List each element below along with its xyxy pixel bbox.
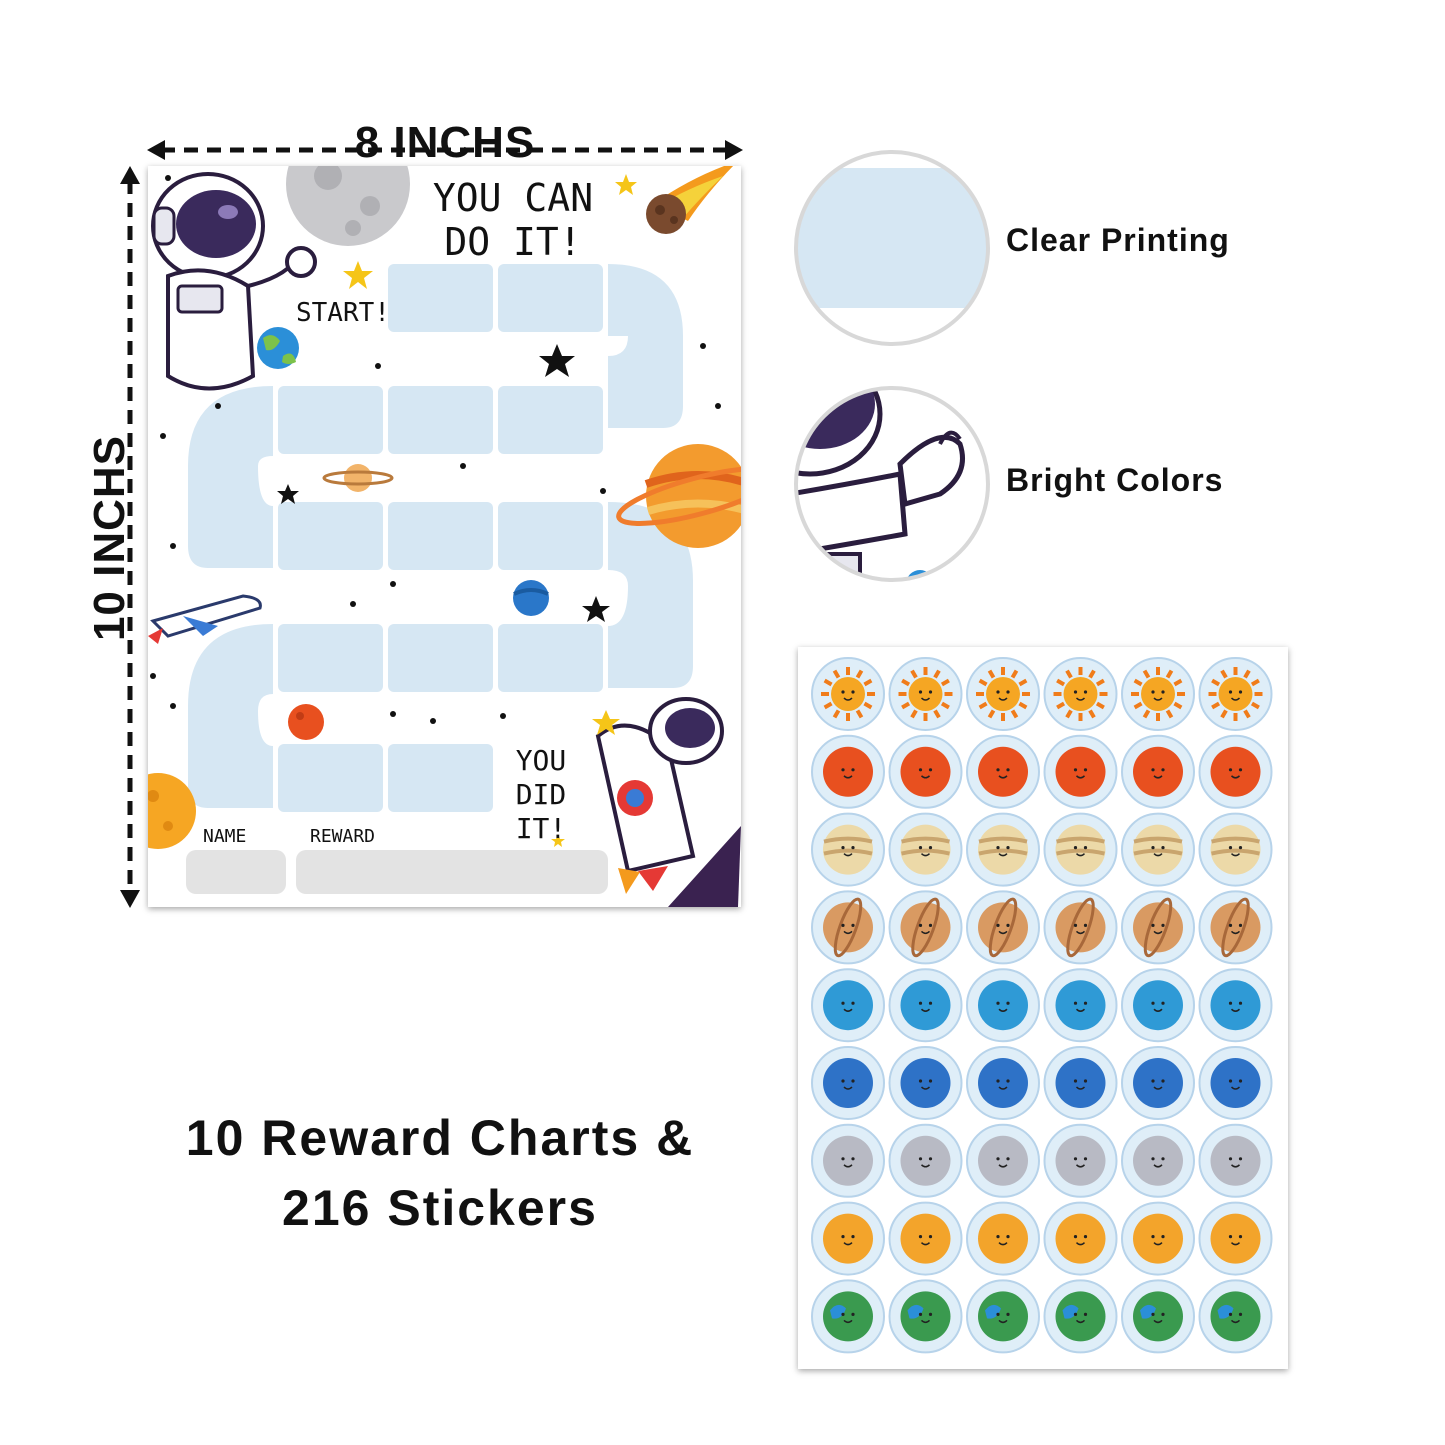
sticker-jupiter-icon xyxy=(1043,812,1118,887)
sticker-neptune-icon xyxy=(966,1046,1040,1120)
astronaut-icon xyxy=(151,172,317,391)
sticker-neptune-icon xyxy=(1043,1046,1118,1120)
sticker-jupiter-icon xyxy=(1121,812,1195,887)
sticker-saturn-icon xyxy=(1043,890,1118,965)
shuttle-icon xyxy=(148,594,262,644)
feature-bright-colors: Bright Colors xyxy=(1006,462,1224,498)
moon-icon xyxy=(286,166,410,246)
sticker-saturn-icon xyxy=(888,890,963,965)
summary-text: 10 Reward Charts & 216 Stickers xyxy=(100,1103,780,1243)
sticker-sun-icon xyxy=(1043,657,1118,731)
sticker-saturn-icon xyxy=(811,890,885,965)
sticker-mars-icon xyxy=(1198,734,1273,809)
reward-chart: YOU CAN DO IT! START! YOU DID IT! NAME R… xyxy=(148,166,741,907)
sticker-jupiter-icon xyxy=(1198,812,1273,887)
sticker-mars-icon xyxy=(811,734,885,809)
sticker-earth-icon xyxy=(1198,1279,1273,1354)
sticker-moon-icon xyxy=(966,1123,1040,1198)
astronaut-closeup-icon xyxy=(794,386,990,582)
sticker-moon-icon xyxy=(1043,1123,1118,1198)
sticker-uranus-icon xyxy=(966,968,1040,1043)
sticker-neptune-icon xyxy=(888,1046,963,1120)
venus-icon xyxy=(148,773,196,849)
sticker-neptune-icon xyxy=(811,1046,885,1120)
sticker-sun-icon xyxy=(888,657,963,731)
mars-icon xyxy=(288,704,324,740)
name-label: NAME xyxy=(203,826,247,847)
sticker-venus-icon xyxy=(888,1201,963,1276)
sticker-saturn-icon xyxy=(1121,890,1195,965)
finish-label: YOU DID IT! xyxy=(515,744,567,845)
summary-line-2: 216 Stickers xyxy=(282,1180,598,1236)
sticker-venus-icon xyxy=(1198,1201,1273,1276)
sticker-mars-icon xyxy=(1043,734,1118,809)
sticker-earth-icon xyxy=(811,1279,885,1354)
sticker-mars-icon xyxy=(966,734,1040,809)
start-label: START! xyxy=(296,298,390,328)
sticker-sun-icon xyxy=(966,657,1040,731)
sticker-neptune-icon xyxy=(1198,1046,1273,1120)
sticker-mars-icon xyxy=(1121,734,1195,809)
sticker-moon-icon xyxy=(811,1123,885,1198)
sticker-uranus-icon xyxy=(811,968,885,1043)
jupiter-icon xyxy=(616,444,741,548)
sticker-venus-icon xyxy=(966,1201,1040,1276)
neptune-icon xyxy=(513,580,549,616)
sticker-sun-icon xyxy=(1198,657,1273,731)
clear-printing-icon xyxy=(794,150,990,346)
earth-icon xyxy=(257,327,299,369)
sticker-venus-icon xyxy=(1043,1201,1118,1276)
sticker-sun-icon xyxy=(1121,657,1195,731)
chart-artwork xyxy=(148,166,741,907)
sticker-grid xyxy=(811,657,1273,1354)
sticker-jupiter-icon xyxy=(888,812,963,887)
height-arrow-icon xyxy=(120,166,140,908)
sticker-earth-icon xyxy=(966,1279,1040,1354)
board-path xyxy=(188,264,693,812)
reward-field xyxy=(296,850,608,894)
sticker-mars-icon xyxy=(888,734,963,809)
sticker-earth-icon xyxy=(1121,1279,1195,1354)
sticker-earth-icon xyxy=(888,1279,963,1354)
sticker-venus-icon xyxy=(811,1201,885,1276)
meteor-icon xyxy=(646,166,734,234)
sticker-saturn-icon xyxy=(1198,890,1273,965)
sticker-uranus-icon xyxy=(1198,968,1273,1043)
sticker-venus-icon xyxy=(1121,1201,1195,1276)
sticker-moon-icon xyxy=(888,1123,963,1198)
width-arrow-icon xyxy=(147,140,743,160)
reward-label: REWARD xyxy=(310,826,376,847)
sticker-earth-icon xyxy=(1043,1279,1118,1354)
sticker-moon-icon xyxy=(1198,1123,1273,1198)
sticker-uranus-icon xyxy=(1043,968,1118,1043)
yellow-stars-decoration xyxy=(343,174,637,847)
sticker-uranus-icon xyxy=(888,968,963,1043)
name-field xyxy=(186,850,286,894)
sticker-neptune-icon xyxy=(1121,1046,1195,1120)
summary-line-1: 10 Reward Charts & xyxy=(185,1110,695,1166)
sticker-saturn-icon xyxy=(966,890,1040,965)
rocket-astronaut-icon xyxy=(595,697,741,907)
sticker-sun-icon xyxy=(811,657,885,731)
saturn-icon xyxy=(322,464,394,492)
sticker-jupiter-icon xyxy=(811,812,885,887)
chart-header: YOU CAN DO IT! xyxy=(432,176,594,264)
stars-decoration xyxy=(150,175,721,724)
sticker-sheet xyxy=(798,647,1288,1369)
sticker-uranus-icon xyxy=(1121,968,1195,1043)
sticker-moon-icon xyxy=(1121,1123,1195,1198)
width-dimension-label: 8 INCHS xyxy=(354,118,536,167)
feature-clear-printing: Clear Printing xyxy=(1006,222,1230,258)
sticker-jupiter-icon xyxy=(966,812,1040,887)
